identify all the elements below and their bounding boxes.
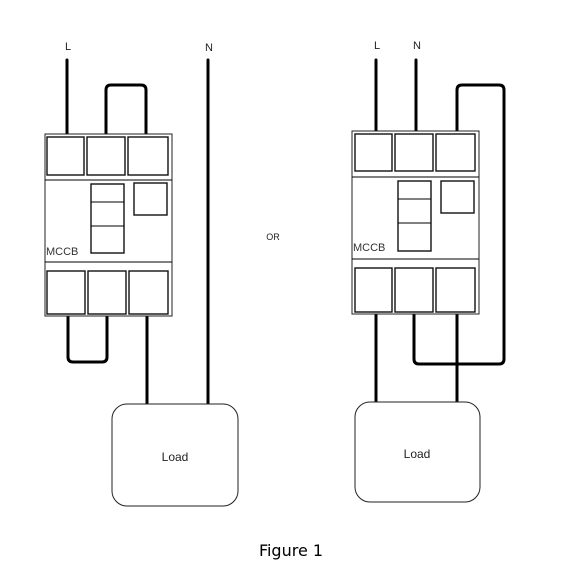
left-diagram: MCCB Load L N xyxy=(44,41,239,507)
right-mccb-label: MCCB xyxy=(353,242,385,254)
left-mccb-top-terminal-3 xyxy=(127,136,169,176)
left-top-jumper-wire xyxy=(104,83,148,139)
right-mccb-top-terminal-2 xyxy=(394,133,434,172)
figure-caption: Figure 1 xyxy=(259,541,323,560)
left-bottom-jumper-wire xyxy=(66,312,109,364)
left-neutral-label: N xyxy=(205,42,213,54)
left-mccb-test-button xyxy=(133,182,168,216)
left-mccb-label: MCCB xyxy=(46,246,78,258)
left-line-label: L xyxy=(65,41,71,53)
right-diagram: MCCB Load L N xyxy=(351,40,506,503)
left-mccb-toggle-switch xyxy=(90,183,125,254)
or-separator: OR xyxy=(266,232,280,242)
right-load-box xyxy=(354,401,481,503)
right-line-label: L xyxy=(374,40,380,52)
left-mccb-bottom-terminal-1 xyxy=(46,270,86,315)
right-mccb-bottom-terminal-2 xyxy=(394,267,434,313)
right-mccb-top-terminal-3 xyxy=(435,133,476,172)
left-load-box xyxy=(111,403,239,507)
right-neutral-label: N xyxy=(413,40,421,52)
right-load-label: Load xyxy=(404,447,431,461)
left-mccb-bottom-terminal-2 xyxy=(87,270,127,315)
left-load-label: Load xyxy=(162,450,189,464)
right-mccb-test-button xyxy=(440,180,475,214)
left-mccb-top-terminal-1 xyxy=(46,136,85,176)
left-mccb-top-terminal-2 xyxy=(86,136,126,176)
left-mccb-bottom-terminal-3 xyxy=(128,270,169,315)
right-mccb-bottom-terminal-3 xyxy=(435,267,476,313)
right-mccb-top-terminal-1 xyxy=(354,133,393,172)
right-mccb-bottom-terminal-1 xyxy=(354,267,393,313)
right-neutral-loop-wire xyxy=(412,83,506,366)
right-mccb-toggle-switch xyxy=(397,180,432,252)
